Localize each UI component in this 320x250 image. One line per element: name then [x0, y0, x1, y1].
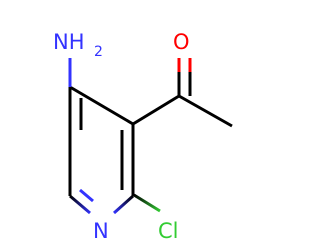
bond-c2-cl — [133, 193, 161, 213]
bond-n1-c6-inner — [79, 188, 94, 203]
molecule-structure: NH 2 O N Cl — [53, 30, 233, 243]
atom-label-amino-sub: 2 — [94, 44, 103, 60]
atom-label-amino-n: NH — [53, 30, 85, 54]
atom-label-carbonyl-o: O — [173, 30, 190, 54]
atom-label-ring-n: N — [93, 219, 109, 243]
bond-carbonyl-methyl — [178, 94, 233, 128]
bond-c4-c3 — [69, 85, 134, 126]
bond-c2-n1 — [112, 194, 135, 215]
bond-c3-carbonyl — [132, 94, 180, 126]
atom-label-chloro: Cl — [158, 219, 179, 243]
bond-n1-c6 — [69, 194, 91, 215]
